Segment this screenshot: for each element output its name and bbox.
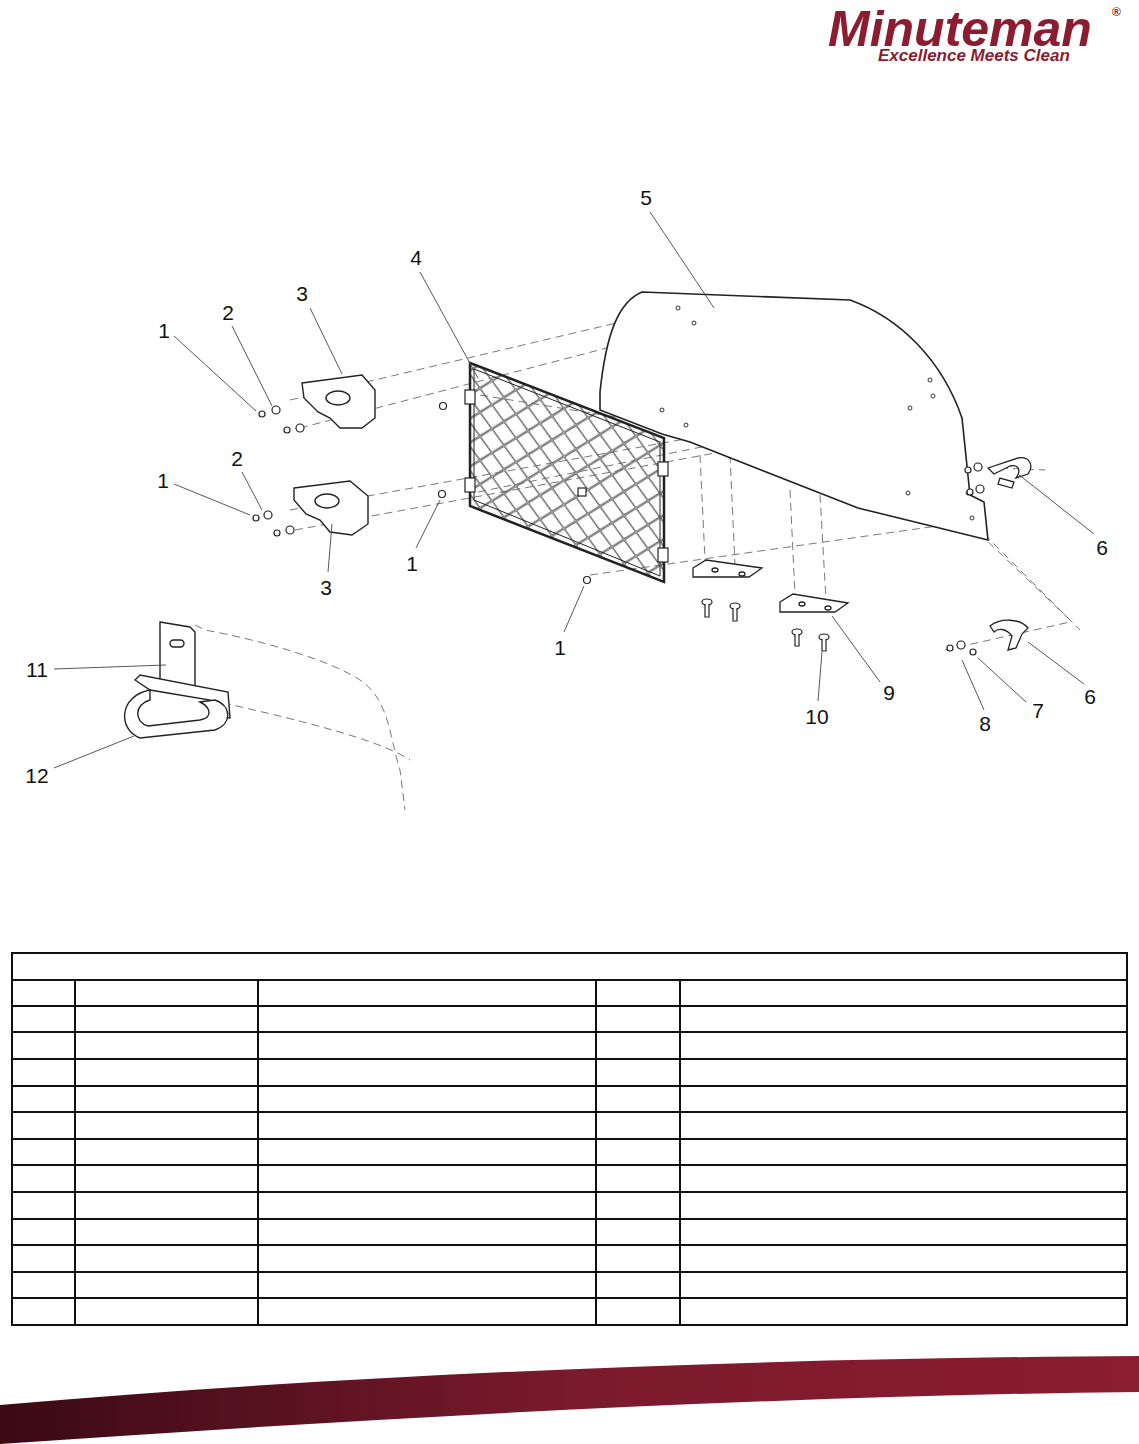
callout-number: 1 — [406, 553, 418, 574]
callout-number: 2 — [222, 302, 234, 323]
callout-number: 1 — [158, 320, 170, 341]
callout-number: 1 — [157, 470, 169, 491]
callout-number: 1 — [554, 637, 566, 658]
callout-number: 2 — [231, 448, 243, 469]
net-clips — [465, 390, 668, 562]
tool-bracket — [294, 375, 375, 535]
brand-slogan: Excellence Meets Clean — [878, 47, 1070, 64]
callout-number: 7 — [1032, 700, 1044, 721]
callout-number: 6 — [1096, 537, 1108, 558]
parts-table — [12, 953, 1127, 1325]
callout-number: 11 — [26, 659, 48, 680]
callout-number: 8 — [979, 713, 991, 734]
mount-plate — [693, 560, 848, 612]
panel-screws — [660, 306, 974, 520]
footer-swoosh — [0, 1356, 1139, 1444]
callout-number: 12 — [25, 765, 48, 786]
callout-number: 6 — [1084, 686, 1096, 707]
callout-number: 9 — [883, 682, 895, 703]
hose-clip — [988, 458, 1031, 650]
fasteners — [253, 403, 984, 656]
callout-number: 10 — [805, 706, 828, 727]
callout-number: 3 — [296, 283, 308, 304]
callout-number: 3 — [320, 577, 332, 598]
registered-mark: ® — [1112, 6, 1121, 18]
storage-net — [470, 363, 664, 582]
net-frame — [474, 369, 660, 576]
hook-bracket — [125, 622, 230, 738]
callout-number: 5 — [640, 187, 652, 208]
screw — [702, 599, 829, 651]
leader-lines — [54, 212, 1094, 768]
callout-number: 4 — [410, 247, 422, 268]
